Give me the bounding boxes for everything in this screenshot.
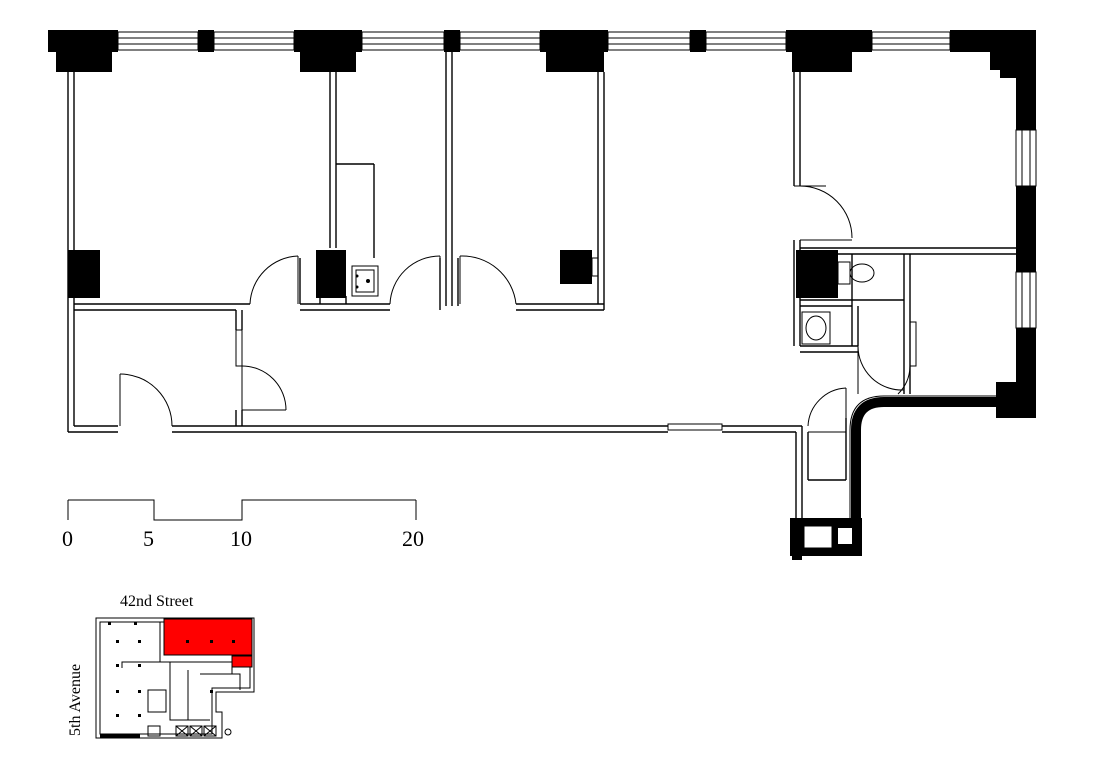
south-core	[790, 518, 862, 560]
key-plan-top-street: 42nd Street	[120, 593, 194, 610]
column	[560, 250, 592, 284]
pier	[786, 30, 872, 72]
pier	[294, 30, 362, 72]
corner-pier	[950, 30, 1036, 130]
key-plan: 42nd Street 5th Avenue	[67, 593, 255, 739]
pier	[198, 30, 214, 52]
sink-icon	[351, 265, 379, 297]
pier	[690, 30, 706, 52]
toilet-icon	[837, 261, 875, 285]
north-wall	[48, 30, 1036, 130]
washbasin-icon	[801, 311, 831, 345]
east-wall	[996, 129, 1037, 418]
pier	[540, 30, 608, 72]
pier	[444, 30, 460, 52]
partitions	[74, 52, 1016, 481]
fixtures	[351, 261, 875, 345]
column	[796, 250, 838, 298]
key-plan-side-street: 5th Avenue	[67, 664, 84, 736]
pier	[48, 30, 118, 72]
column	[68, 250, 100, 298]
core-wall-inner	[849, 395, 996, 518]
scale-tick-0: 0	[62, 526, 73, 551]
doors	[119, 185, 911, 433]
core-wall	[851, 397, 996, 518]
scale-tick-5: 5	[143, 526, 154, 551]
scale-tick-10: 10	[230, 526, 252, 551]
outer-walls	[67, 72, 803, 518]
scale-bar: 0 5 10 20	[62, 499, 424, 551]
key-plan-highlight	[163, 618, 253, 656]
scale-tick-20: 20	[402, 526, 424, 551]
column	[316, 250, 346, 298]
